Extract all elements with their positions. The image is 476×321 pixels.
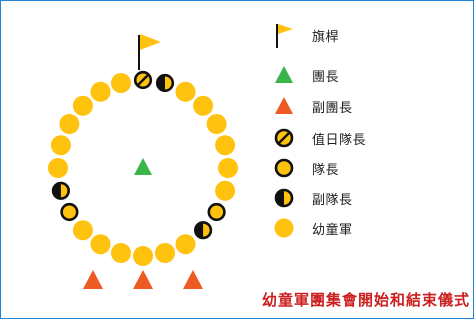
deputy-leader-marker bbox=[133, 270, 153, 289]
cub-marker bbox=[175, 234, 196, 255]
cub-marker bbox=[155, 243, 175, 263]
duty-sixer-marker bbox=[133, 70, 153, 90]
flag-icon bbox=[140, 34, 161, 50]
deputy-leader-row bbox=[83, 270, 203, 289]
legend-label-duty-sixer: 值日隊長 bbox=[312, 132, 367, 148]
sixer-marker bbox=[207, 202, 226, 222]
diagram-caption: 幼童軍團集會開始和結束儀式 bbox=[261, 291, 470, 309]
flagpole-group bbox=[138, 34, 161, 70]
cub-marker bbox=[193, 95, 214, 116]
legend-label-leader: 團長 bbox=[312, 69, 340, 85]
legend-item-deputy-leader: 副團長 bbox=[270, 91, 353, 121]
cub-marker bbox=[50, 135, 71, 156]
cub-marker bbox=[90, 234, 111, 255]
yellow-circle-icon bbox=[274, 218, 294, 238]
legend-item-sixer: 隊長 bbox=[270, 153, 339, 183]
leader-icon bbox=[134, 158, 152, 175]
flag-icon bbox=[276, 24, 293, 48]
sixer-marker bbox=[60, 202, 79, 222]
slashed-circle-icon bbox=[274, 128, 294, 148]
second-marker bbox=[51, 181, 71, 200]
legend-item-duty-sixer: 值日隊長 bbox=[270, 123, 366, 153]
legend-label-cub: 幼童軍 bbox=[312, 222, 353, 238]
cub-marker bbox=[133, 246, 153, 266]
deputy-leader-marker bbox=[183, 270, 203, 289]
green-triangle-icon bbox=[275, 66, 293, 83]
cub-marker bbox=[111, 73, 131, 93]
cub-marker bbox=[90, 81, 111, 102]
orange-triangle-icon bbox=[275, 97, 293, 114]
legend-item-flag: 旗桿 bbox=[270, 20, 339, 50]
cub-marker bbox=[72, 95, 93, 116]
legend-label-second: 副隊長 bbox=[312, 192, 353, 208]
second-marker bbox=[155, 73, 175, 93]
outlined-circle-icon bbox=[274, 158, 294, 178]
deputy-leader-marker bbox=[83, 270, 103, 289]
cub-marker bbox=[175, 81, 196, 102]
legend-label-flag: 旗桿 bbox=[312, 29, 340, 45]
legend-item-cub: 幼童軍 bbox=[270, 213, 353, 243]
cub-marker bbox=[206, 114, 227, 134]
legend-item-second: 副隊長 bbox=[270, 183, 353, 213]
legend-item-leader: 團長 bbox=[270, 60, 339, 90]
cub-marker bbox=[218, 158, 238, 178]
legend-label-sixer: 隊長 bbox=[312, 162, 340, 178]
cub-marker bbox=[215, 135, 236, 156]
half-black-circle-icon bbox=[274, 188, 294, 208]
cub-marker bbox=[72, 220, 93, 241]
cub-marker bbox=[59, 114, 80, 134]
cub-marker bbox=[111, 243, 131, 263]
legend-label-deputy-leader: 副團長 bbox=[312, 100, 353, 116]
cub-marker bbox=[215, 180, 236, 201]
cub-marker bbox=[48, 158, 68, 178]
member-circle bbox=[48, 70, 238, 266]
second-marker bbox=[194, 221, 213, 240]
